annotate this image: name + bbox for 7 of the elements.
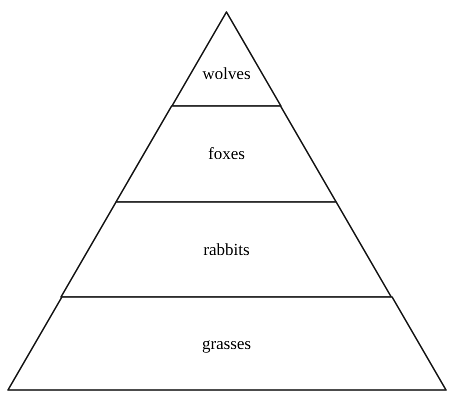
pyramid-level — [8, 297, 446, 390]
pyramid-level — [116, 106, 337, 202]
level-label: foxes — [208, 144, 245, 164]
pyramid-level — [61, 202, 392, 297]
level-label: wolves — [202, 64, 251, 84]
level-label: rabbits — [203, 240, 250, 260]
level-label: grasses — [202, 334, 252, 354]
